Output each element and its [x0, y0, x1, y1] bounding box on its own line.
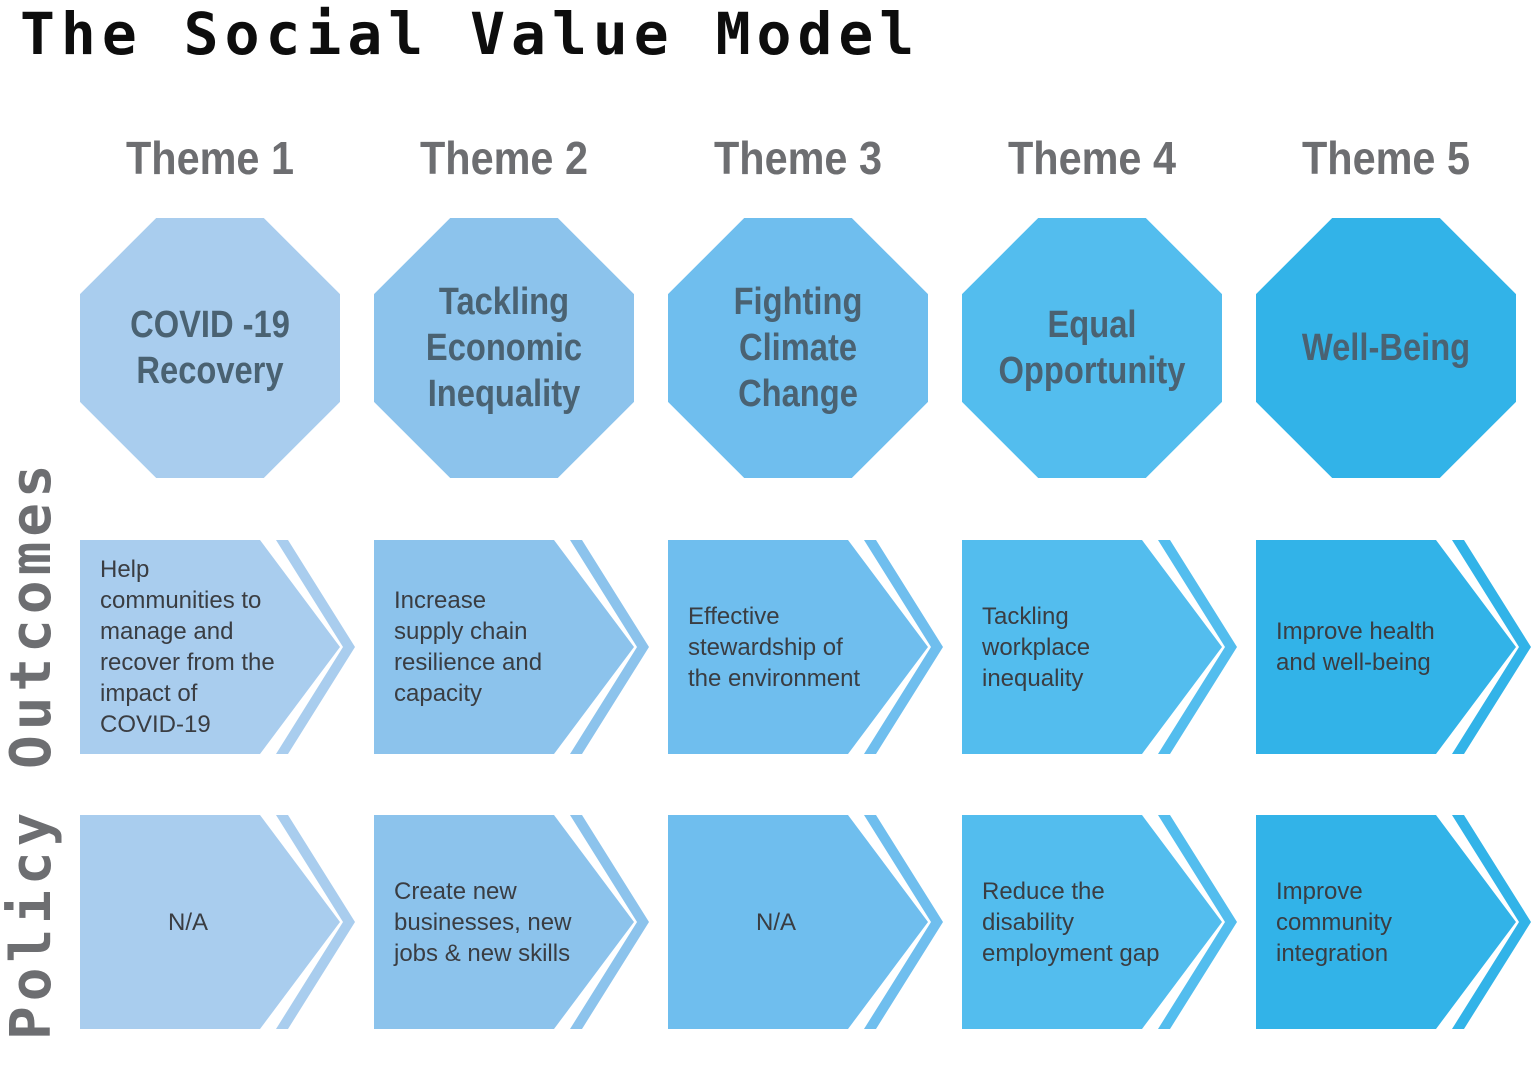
theme-5-octagon: Well-Being — [1256, 218, 1516, 478]
theme-4-outcome-1: Tackling workplace inequality — [962, 540, 1252, 754]
theme-5-outcome-2: Improve community integration — [1256, 815, 1536, 1029]
theme-1-outcome-2: N/A — [80, 815, 370, 1029]
outcome-text: Improve health and well-being — [1276, 618, 1435, 676]
chevron-arrow-shape — [668, 815, 943, 1029]
outcome-text: N/A — [167, 908, 208, 936]
outcome-text: Effective stewardship of the environment — [688, 602, 861, 692]
theme-4-outcome-2: Reduce the disability employment gap — [962, 815, 1252, 1029]
theme-3-outcome-1: Effective stewardship of the environment — [668, 540, 958, 754]
theme-3-octagon: Fighting Climate Change — [668, 218, 928, 478]
chevron-arrow-shape — [80, 815, 355, 1029]
policy-outcomes-label: Policy Outcomes — [0, 459, 64, 1040]
chevron-body — [668, 540, 928, 754]
outcome-text: N/A — [755, 908, 796, 936]
chevron-body — [1256, 540, 1516, 754]
chevron-arrow-shape — [962, 815, 1237, 1029]
chevron-body — [374, 815, 634, 1029]
outcome-text: Create new businesses, new jobs & new sk… — [394, 877, 572, 967]
theme-2-octagon: Tackling Economic Inequality — [374, 218, 634, 478]
chevron-arrow-shape — [374, 815, 649, 1029]
theme-4-octagon: Equal Opportunity — [962, 218, 1222, 478]
chevron-arrow-shape — [80, 540, 355, 754]
chevron-body — [80, 815, 340, 1029]
theme-4-label: Theme 4 — [1008, 132, 1176, 184]
outcome-text: Reduce the disability employment gap — [982, 877, 1160, 967]
theme-3-name: Fighting Climate Change — [733, 281, 863, 415]
theme-2-label: Theme 2 — [420, 132, 588, 184]
theme-3-outcome-2: N/A — [668, 815, 958, 1029]
chevron-body — [80, 540, 340, 754]
outcome-text: Increase supply chain resilience and cap… — [394, 587, 543, 707]
chevron-arrow-shape — [374, 540, 649, 754]
chevron-arrow-shape — [1256, 815, 1531, 1029]
theme-1-label: Theme 1 — [126, 132, 294, 184]
outcome-text: Improve community integration — [1276, 877, 1393, 967]
theme-5-outcome-1: Improve health and well-being — [1256, 540, 1536, 754]
theme-2-outcome-2: Create new businesses, new jobs & new sk… — [374, 815, 664, 1029]
chevron-body — [374, 540, 634, 754]
chevron-body — [962, 815, 1222, 1029]
theme-1-name: COVID -19 Recovery — [130, 304, 290, 392]
theme-1-outcome-1: Help communities to manage and recover f… — [80, 540, 370, 754]
theme-5-label: Theme 5 — [1302, 132, 1470, 184]
chevron-arrow-shape — [668, 540, 943, 754]
theme-1-octagon: COVID -19 Recovery — [80, 218, 340, 478]
chevron-body — [962, 540, 1222, 754]
theme-3-label: Theme 3 — [714, 132, 882, 184]
outcome-text: Tackling workplace inequality — [982, 602, 1091, 692]
theme-4-name: Equal Opportunity — [998, 304, 1186, 392]
chevron-arrow-shape — [1256, 540, 1531, 754]
theme-5-name: Well-Being — [1301, 327, 1471, 369]
outcome-text: Help communities to manage and recover f… — [100, 556, 275, 738]
chevron-arrow-shape — [962, 540, 1237, 754]
theme-2-name: Tackling Economic Inequality — [425, 281, 583, 415]
theme-2-outcome-1: Increase supply chain resilience and cap… — [374, 540, 664, 754]
chevron-body — [668, 815, 928, 1029]
page-title: The Social Value Model — [20, 0, 921, 68]
chevron-body — [1256, 815, 1516, 1029]
